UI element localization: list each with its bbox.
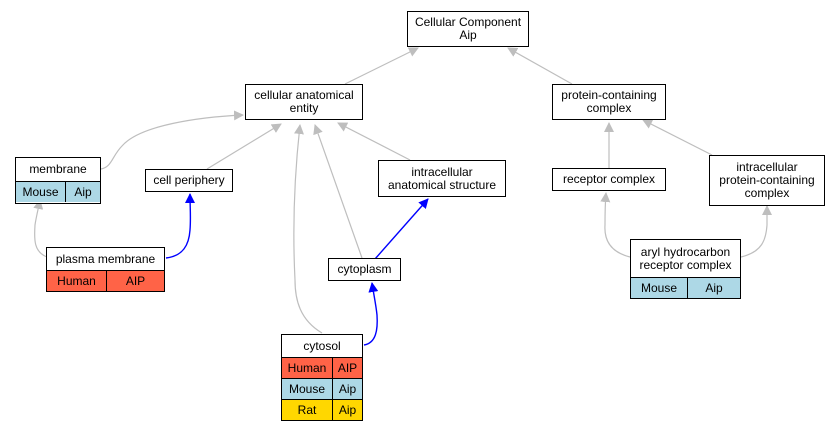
species-row-human: Human AIP bbox=[282, 358, 362, 379]
node-cytoplasm[interactable]: cytoplasm bbox=[328, 258, 401, 281]
edge-plasma-membrane-to-membrane bbox=[33, 199, 48, 258]
species-cell: Human bbox=[57, 274, 96, 288]
node-label: cellular anatomical bbox=[254, 88, 354, 102]
species-cell: Mouse bbox=[640, 281, 678, 295]
node-receptor-complex[interactable]: receptor complex bbox=[552, 168, 666, 191]
species-row-human: Human AIP bbox=[47, 271, 164, 291]
node-label: entity bbox=[289, 101, 319, 115]
edge-cell-periphery-to-cae bbox=[206, 123, 282, 170]
node-intracellular-protein-containing-complex[interactable]: intracellular protein-containing complex bbox=[709, 155, 825, 206]
node-label: plasma membrane bbox=[55, 251, 156, 266]
gene-cell: Aip bbox=[332, 400, 362, 420]
node-label: cytoplasm bbox=[337, 262, 392, 276]
node-intracellular-anatomical-structure[interactable]: intracellular anatomical structure bbox=[378, 160, 506, 197]
edge-pcc-to-root bbox=[507, 47, 573, 85]
node-label: intracellular bbox=[736, 160, 798, 174]
node-cell-periphery[interactable]: cell periphery bbox=[145, 169, 233, 192]
node-label: cytosol bbox=[303, 338, 341, 353]
node-membrane[interactable]: membrane Mouse Aip bbox=[15, 157, 101, 204]
node-label: receptor complex bbox=[639, 257, 732, 272]
node-cytosol[interactable]: cytosol Human AIP Mouse Aip Rat Aip bbox=[281, 334, 363, 421]
edge-cytosol-to-cytoplasm bbox=[363, 282, 379, 346]
node-label: membrane bbox=[29, 162, 87, 176]
node-header: membrane bbox=[16, 158, 100, 182]
edge-ahrc-to-receptor-complex bbox=[600, 192, 631, 258]
gene-cell: Aip bbox=[687, 278, 740, 298]
gene-cell: Aip bbox=[332, 379, 362, 399]
species-cell: Mouse bbox=[22, 185, 59, 199]
edge-plasma-membrane-to-cell-periphery bbox=[165, 193, 196, 259]
edge-ahrc-to-ipcc bbox=[740, 205, 772, 258]
node-label: receptor complex bbox=[562, 172, 656, 186]
node-label: complex bbox=[586, 101, 632, 115]
node-label: Cellular Component bbox=[414, 15, 522, 29]
node-cellular-component-root[interactable]: Cellular Component Aip bbox=[407, 11, 529, 47]
node-protein-containing-complex[interactable]: protein-containing complex bbox=[552, 84, 666, 120]
node-label: anatomical structure bbox=[387, 177, 497, 192]
node-header: plasma membrane bbox=[47, 248, 164, 271]
edge-ias-to-cae bbox=[337, 122, 411, 161]
gene-cell: AIP bbox=[106, 271, 164, 291]
node-header: aryl hydrocarbon receptor complex bbox=[631, 240, 740, 278]
node-label: intracellular bbox=[411, 164, 473, 179]
node-label: Aip bbox=[459, 28, 477, 42]
species-row-rat: Rat Aip bbox=[282, 400, 362, 420]
edge-membrane-to-cae bbox=[100, 110, 244, 170]
node-label: protein-containing bbox=[561, 88, 657, 102]
gene-cell: AIP bbox=[332, 358, 362, 378]
edge-cae-to-root bbox=[344, 47, 419, 85]
edge-cytoplasm-to-ias bbox=[374, 198, 429, 260]
edge-ipcc-to-pcc bbox=[642, 119, 713, 156]
node-plasma-membrane[interactable]: plasma membrane Human AIP bbox=[46, 247, 165, 292]
species-cell: Rat bbox=[297, 403, 317, 417]
node-aryl-hydrocarbon-receptor-complex[interactable]: aryl hydrocarbon receptor complex Mouse … bbox=[630, 239, 741, 299]
node-header: cytosol bbox=[282, 335, 362, 358]
node-cellular-anatomical-entity[interactable]: cellular anatomical entity bbox=[245, 84, 363, 120]
species-row-mouse: Mouse Aip bbox=[16, 182, 100, 202]
edge-cytosol-to-cae bbox=[293, 124, 323, 334]
node-label: protein-containing bbox=[719, 173, 815, 187]
species-cell: Human bbox=[287, 361, 327, 375]
edge-cytoplasm-to-cae bbox=[313, 124, 363, 259]
node-label: cell periphery bbox=[153, 173, 225, 187]
node-label: aryl hydrocarbon bbox=[640, 244, 731, 259]
node-label: complex bbox=[744, 186, 790, 200]
gene-cell: Aip bbox=[65, 182, 100, 202]
species-row-mouse: Mouse Aip bbox=[631, 278, 740, 298]
species-cell: Mouse bbox=[288, 382, 326, 396]
species-row-mouse: Mouse Aip bbox=[282, 379, 362, 400]
